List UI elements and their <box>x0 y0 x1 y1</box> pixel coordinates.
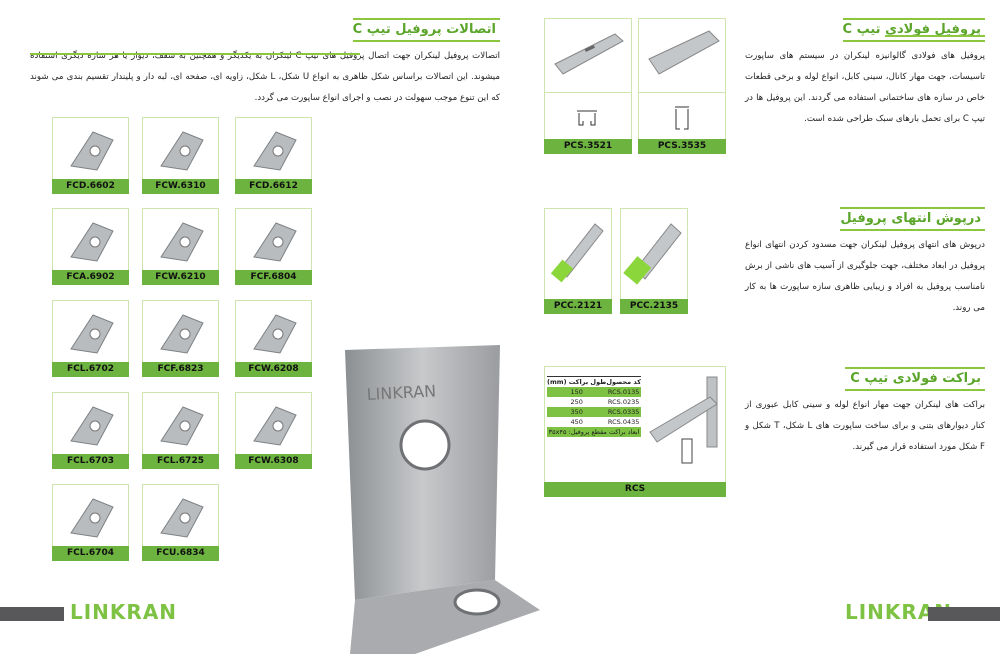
product-card[interactable]: PCS.3521 <box>544 18 632 154</box>
section-title: درپوش انتهای پروفیل <box>840 207 985 231</box>
product-photo <box>253 314 297 354</box>
product-code: PCS.3521 <box>544 139 632 154</box>
product-photo <box>160 498 204 538</box>
product-photo <box>70 222 114 262</box>
product-card[interactable]: FCL.6702 <box>52 300 129 377</box>
svg-text:LINKRAN: LINKRAN <box>366 381 436 404</box>
product-photo <box>70 498 114 538</box>
product-card[interactable]: FCL.6704 <box>52 484 129 561</box>
profile-photo <box>648 30 720 75</box>
bracket-diagram <box>681 438 693 464</box>
product-code: FCW.6208 <box>235 362 312 377</box>
product-card[interactable]: FCW.6208 <box>235 300 312 377</box>
product-photo <box>253 131 297 171</box>
product-card[interactable]: FCU.6834 <box>142 484 219 561</box>
product-code: FCL.6704 <box>52 546 129 561</box>
product-code: FCW.6210 <box>142 270 219 285</box>
product-card[interactable]: FCW.6308 <box>235 392 312 469</box>
endcap-photo <box>550 223 604 283</box>
product-card[interactable]: FCD.6612 <box>235 117 312 194</box>
product-photo <box>253 222 297 262</box>
section-body: درپوش های انتهای پروفیل لینکران جهت مسدو… <box>745 240 985 313</box>
product-card[interactable]: FCF.6823 <box>142 300 219 377</box>
bracket-photo <box>649 376 718 448</box>
product-card[interactable]: PCC.2121 <box>544 208 612 314</box>
endcap-photo <box>623 223 682 285</box>
product-card[interactable]: FCL.6725 <box>142 392 219 469</box>
product-card[interactable]: FCD.6602 <box>52 117 129 194</box>
product-card[interactable]: FCA.6902 <box>52 208 129 285</box>
product-code: FCL.6702 <box>52 362 129 377</box>
product-code: PCS.3535 <box>638 139 726 154</box>
product-photo <box>253 406 297 446</box>
product-card[interactable]: PCS.3535 <box>638 18 726 154</box>
product-code: PCC.2135 <box>620 299 688 314</box>
profile-diagram <box>577 110 597 126</box>
logo: LINKRAN <box>70 600 178 624</box>
product-card[interactable]: FCW.6210 <box>142 208 219 285</box>
product-code: FCA.6902 <box>52 270 129 285</box>
product-photo <box>160 406 204 446</box>
section-body: پروفیل های فولادی گالوانیزه لینکران در س… <box>745 51 985 124</box>
section-body: اتصالات پروفیل لینکران جهت اتصال پروفیل … <box>30 51 500 103</box>
product-code: FCL.6725 <box>142 454 219 469</box>
product-photo <box>70 314 114 354</box>
product-code: FCL.6703 <box>52 454 129 469</box>
product-card[interactable]: FCW.6310 <box>142 117 219 194</box>
product-code: FCD.6612 <box>235 179 312 194</box>
product-photo <box>160 314 204 354</box>
product-code: FCD.6602 <box>52 179 129 194</box>
product-code: FCU.6834 <box>142 546 219 561</box>
endcap-section: درپوش انتهای پروفیل درپوش های انتهای پرو… <box>745 207 985 319</box>
product-code: FCW.6310 <box>142 179 219 194</box>
product-code: PCC.2121 <box>544 299 612 314</box>
profile-photo <box>554 33 624 75</box>
product-card[interactable]: PCC.2135 <box>620 208 688 314</box>
product-code: RCS <box>544 482 726 497</box>
product-photo <box>70 131 114 171</box>
product-code: FCW.6308 <box>235 454 312 469</box>
divider <box>30 53 360 55</box>
product-card[interactable]: FCF.6804 <box>235 208 312 285</box>
product-photo <box>160 131 204 171</box>
section-title: براکت فولادی تیپ C <box>845 367 985 391</box>
product-card[interactable]: FCL.6703 <box>52 392 129 469</box>
bracket-section: براکت فولادی تیپ C براکت های لینکران جهت… <box>745 367 985 458</box>
footer-bar <box>0 607 64 621</box>
section-body: براکت های لینکران جهت مهار انواع لوله و … <box>745 400 985 452</box>
product-code: FCF.6804 <box>235 270 312 285</box>
profile-diagram <box>675 106 689 130</box>
product-photo <box>70 406 114 446</box>
product-code: FCF.6823 <box>142 362 219 377</box>
section-title: اتصالات پروفیل تیپ C <box>352 18 500 42</box>
profile-section: پروفیل فولادی تیپ C پروفیل های فولادی گا… <box>745 18 985 130</box>
section-title: پروفیل فولادی تیپ C <box>842 18 985 42</box>
footer-bar <box>928 607 1000 621</box>
l-bracket-photo: LINKRAN <box>345 345 540 654</box>
left-section: اتصالات پروفیل تیپ C اتصالات پروفیل لینک… <box>30 18 500 109</box>
product-photo <box>160 222 204 262</box>
